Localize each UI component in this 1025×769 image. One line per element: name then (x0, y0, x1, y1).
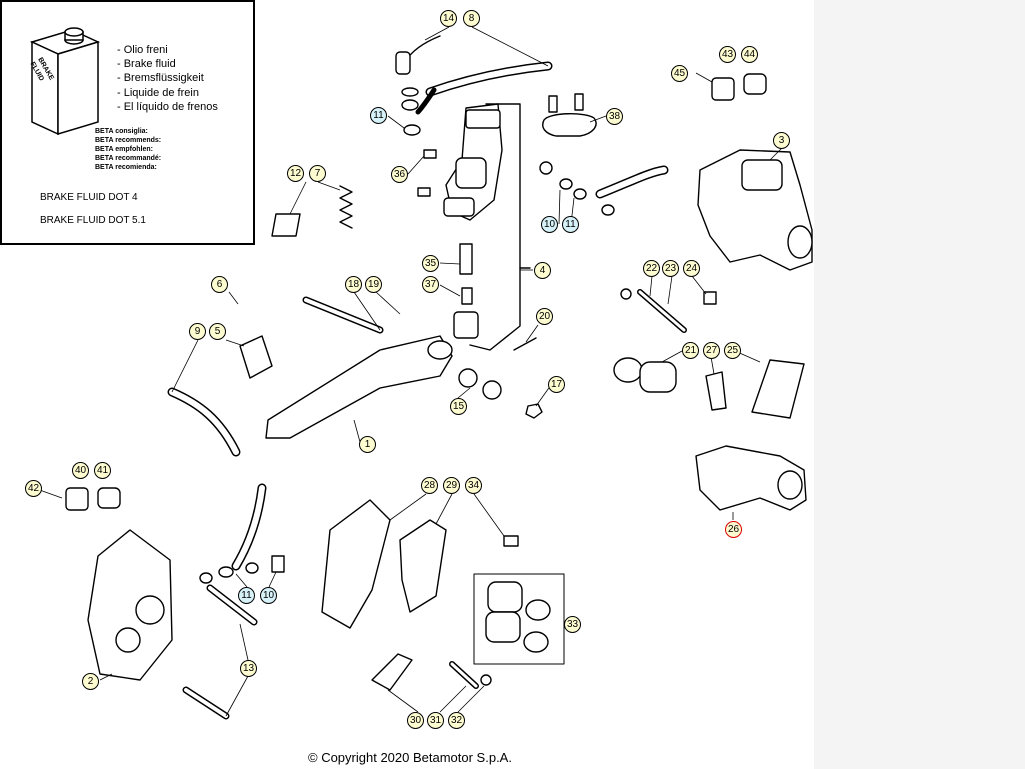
fluid-dot4: BRAKE FLUID DOT 4 (40, 192, 138, 203)
recommends-line-4: BETA recommandé: (95, 155, 162, 162)
callout-40[interactable]: 40 (72, 462, 89, 479)
callout-3[interactable]: 3 (773, 132, 790, 149)
callout-17[interactable]: 17 (548, 376, 565, 393)
callout-37[interactable]: 37 (422, 276, 439, 293)
callout-45[interactable]: 45 (671, 65, 688, 82)
callout-30[interactable]: 30 (407, 712, 424, 729)
recommends-line-5: BETA recomienda: (95, 164, 157, 171)
legend-line-1: - Olio freni (117, 44, 168, 56)
callout-19[interactable]: 19 (365, 276, 382, 293)
callout-33[interactable]: 33 (564, 616, 581, 633)
brake-fluid-legend: BRAKEFLUID - Olio freni - Brake fluid - … (0, 0, 255, 245)
copyright-text: © Copyright 2020 Betamotor S.p.A. (308, 750, 512, 765)
legend-line-3: - Bremsflüssigkeit (117, 72, 204, 84)
callout-41[interactable]: 41 (94, 462, 111, 479)
callout-36[interactable]: 36 (391, 166, 408, 183)
callout-38[interactable]: 38 (606, 108, 623, 125)
callout-28[interactable]: 28 (421, 477, 438, 494)
recommends-line-2: BETA recommends: (95, 137, 162, 144)
side-panel-background (814, 0, 1025, 769)
callout-9[interactable]: 9 (189, 323, 206, 340)
callout-11-bottom[interactable]: 11 (238, 587, 255, 604)
callout-14[interactable]: 14 (440, 10, 457, 27)
callout-10-bottom[interactable]: 10 (260, 587, 277, 604)
callout-6[interactable]: 6 (211, 276, 228, 293)
callout-4[interactable]: 4 (534, 262, 551, 279)
recommends-line-1: BETA consiglia: (95, 128, 148, 135)
callout-43[interactable]: 43 (719, 46, 736, 63)
legend-line-4: - Liquide de frein (117, 87, 199, 99)
callout-18[interactable]: 18 (345, 276, 362, 293)
callout-23[interactable]: 23 (662, 260, 679, 277)
callout-21[interactable]: 21 (682, 342, 699, 359)
callout-29[interactable]: 29 (443, 477, 460, 494)
callout-11-top[interactable]: 11 (370, 107, 387, 124)
callout-15[interactable]: 15 (450, 398, 467, 415)
brake-fluid-can-icon: BRAKEFLUID (28, 27, 101, 136)
callout-8[interactable]: 8 (463, 10, 480, 27)
callout-5[interactable]: 5 (209, 323, 226, 340)
callout-26[interactable]: 26 (725, 521, 742, 538)
callout-31[interactable]: 31 (427, 712, 444, 729)
recommends-line-3: BETA empfohlen: (95, 146, 153, 153)
callout-7[interactable]: 7 (309, 165, 326, 182)
callout-1[interactable]: 1 (359, 436, 376, 453)
callout-32[interactable]: 32 (448, 712, 465, 729)
callout-12[interactable]: 12 (287, 165, 304, 182)
callout-2[interactable]: 2 (82, 673, 99, 690)
fluid-dot51: BRAKE FLUID DOT 5.1 (40, 215, 146, 226)
legend-line-2: - Brake fluid (117, 58, 176, 70)
callout-10-top[interactable]: 10 (541, 216, 558, 233)
callout-42[interactable]: 42 (25, 480, 42, 497)
callout-35[interactable]: 35 (422, 255, 439, 272)
callout-11-mid[interactable]: 11 (562, 216, 579, 233)
callout-34[interactable]: 34 (465, 477, 482, 494)
callout-44[interactable]: 44 (741, 46, 758, 63)
callout-24[interactable]: 24 (683, 260, 700, 277)
callout-25[interactable]: 25 (724, 342, 741, 359)
callout-22[interactable]: 22 (643, 260, 660, 277)
legend-line-5: - El líquido de frenos (117, 101, 218, 113)
callout-20[interactable]: 20 (536, 308, 553, 325)
callout-27[interactable]: 27 (703, 342, 720, 359)
callout-13[interactable]: 13 (240, 660, 257, 677)
